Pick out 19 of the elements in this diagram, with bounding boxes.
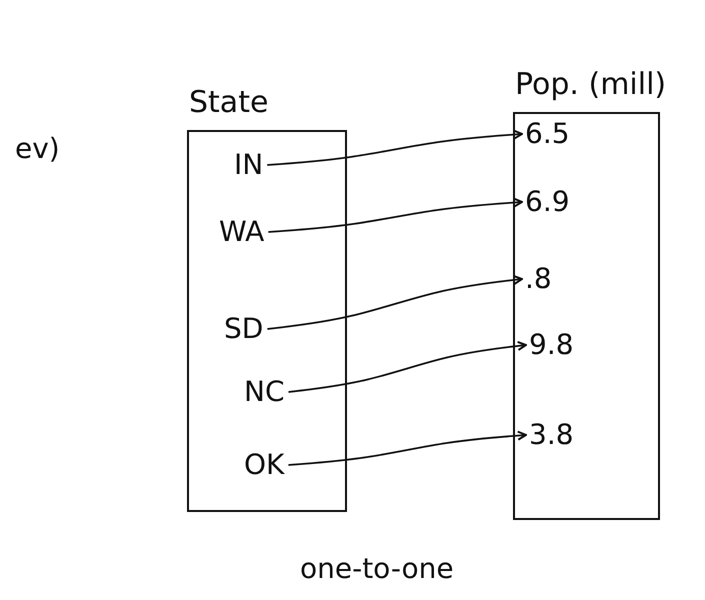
arrow — [267, 274, 523, 330]
note-text: ev) — [15, 135, 60, 163]
caption-text: one-to-one — [300, 555, 454, 583]
population-value: 3.8 — [529, 421, 574, 449]
arrow — [288, 340, 527, 393]
state-label: NC — [244, 378, 284, 406]
column-heading: Pop. (mill) — [515, 70, 666, 100]
arrow — [288, 430, 527, 466]
state-label: OK — [244, 451, 284, 479]
column-heading: State — [189, 88, 268, 118]
population-value: .8 — [525, 265, 552, 293]
arrow — [268, 198, 523, 233]
state-label: WA — [219, 218, 264, 246]
state-label: SD — [224, 315, 264, 343]
population-value: 6.5 — [525, 120, 570, 148]
population-value: 6.9 — [525, 188, 570, 216]
state-label: IN — [234, 151, 264, 179]
arrow — [267, 130, 523, 166]
population-value: 9.8 — [529, 331, 574, 359]
